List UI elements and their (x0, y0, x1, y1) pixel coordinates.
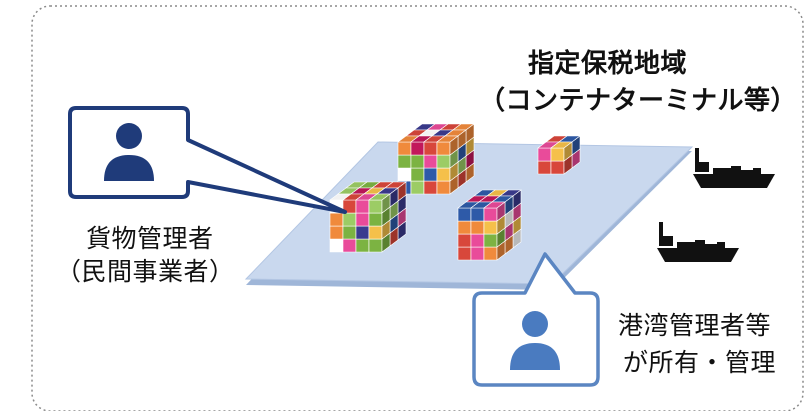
container-box (423, 154, 438, 169)
container-box (449, 135, 459, 156)
container-box (550, 160, 565, 175)
container-box (368, 238, 383, 253)
container-box (470, 207, 485, 222)
container-box (496, 201, 506, 222)
container-box (423, 141, 438, 156)
container-box (436, 180, 451, 195)
container-box (381, 193, 391, 214)
container-box (397, 141, 412, 156)
cargo-ship-icon (693, 148, 775, 188)
container-box (410, 141, 425, 156)
container-box (410, 167, 425, 182)
container-box (470, 246, 485, 261)
container-box (457, 246, 472, 261)
container-box (368, 212, 383, 227)
zone-title-line1: 指定保税地域 (528, 49, 688, 79)
port-manager-label-line1: 港湾管理者等 (618, 311, 772, 340)
container-box (329, 212, 344, 227)
container-box (483, 207, 498, 222)
container-box (483, 233, 498, 248)
container-box (355, 212, 370, 227)
container-box (537, 147, 552, 162)
zone-title-line2: （コンテナターミナル等） (479, 86, 798, 116)
container-box (470, 233, 485, 248)
container-box (483, 246, 498, 261)
cargo-manager-callout (68, 106, 347, 214)
container-box (355, 225, 370, 240)
container-box (329, 225, 344, 240)
container-box (355, 238, 370, 253)
port-manager-label-line2: が所有・管理 (623, 348, 777, 377)
cargo-ship-icon (657, 222, 739, 262)
container-box (436, 141, 451, 156)
container-box (329, 238, 344, 253)
container-box (436, 167, 451, 182)
person-icon (510, 311, 560, 370)
port-manager-callout (472, 252, 600, 387)
container-box (483, 220, 498, 235)
container-box (410, 154, 425, 169)
container-box (342, 212, 357, 227)
container-box (537, 160, 552, 175)
container-box (355, 199, 370, 214)
container-box (397, 154, 412, 169)
container-box (423, 167, 438, 182)
container-box (368, 199, 383, 214)
container-box (368, 225, 383, 240)
container-box (457, 220, 472, 235)
container-box (423, 180, 438, 195)
container-box (470, 220, 485, 235)
container-box (457, 207, 472, 222)
container-box (342, 238, 357, 253)
container-box (563, 141, 573, 162)
container-box (397, 167, 412, 182)
person-icon (104, 123, 154, 181)
container-box (436, 154, 451, 169)
cargo-manager-label-line2: （民間事業者） (56, 257, 235, 286)
container-box (550, 147, 565, 162)
container-box (342, 225, 357, 240)
cargo-manager-label-line1: 貨物管理者 (86, 224, 214, 253)
container-stacks (329, 123, 581, 261)
container-box (457, 233, 472, 248)
container-box (410, 180, 425, 195)
